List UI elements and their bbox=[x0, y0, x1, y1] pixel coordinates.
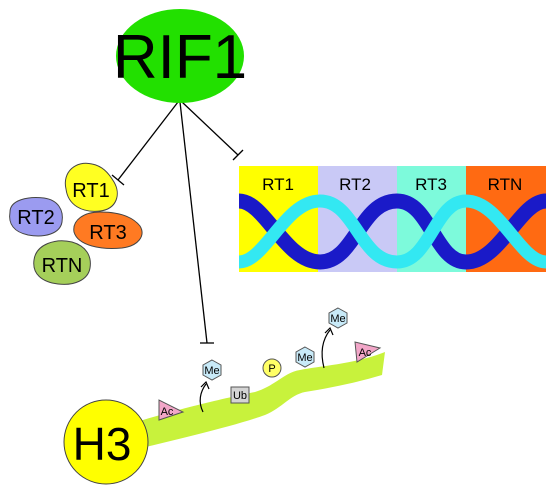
replication-domains: RT1 RT2 RT3 RTN bbox=[237, 166, 548, 272]
blob-rt2: RT2 bbox=[9, 197, 63, 237]
blob-rt1-label: RT1 bbox=[72, 180, 109, 202]
mark-p-label: P bbox=[268, 363, 275, 375]
band-rtn-label: RTN bbox=[488, 175, 523, 194]
rif1-node: RIF1 bbox=[113, 9, 247, 103]
dna-double-helix bbox=[237, 193, 548, 270]
mark-ac-1: Ac bbox=[158, 399, 185, 421]
blob-rtn-label: RTN bbox=[42, 255, 83, 277]
mark-me-3-label: Me bbox=[330, 313, 345, 325]
histone-h3-label: H3 bbox=[73, 418, 132, 470]
inhibit-bar-blobs bbox=[111, 174, 125, 186]
arrowhead-icon bbox=[324, 326, 334, 336]
mark-ub-label: Ub bbox=[233, 390, 247, 402]
histone-h3: H3 Ac Me Ub P Me bbox=[63, 307, 385, 485]
mark-ac-2: Ac bbox=[354, 341, 382, 363]
band-rt3-label: RT3 bbox=[415, 175, 447, 194]
blob-rt1: RT1 bbox=[64, 162, 118, 212]
inhibit-line-blobs bbox=[117, 101, 179, 181]
arrow-mark-me-3 bbox=[321, 329, 331, 369]
mark-me-3: Me bbox=[328, 307, 348, 329]
mark-me-1-label: Me bbox=[204, 365, 219, 377]
mark-me-2: Me bbox=[295, 346, 315, 368]
inhibition-lines bbox=[111, 101, 244, 344]
arrowhead-icon bbox=[200, 380, 210, 390]
dna-strand-dark bbox=[237, 193, 548, 270]
histone-h3-head bbox=[63, 399, 149, 485]
blob-rt3: RT3 bbox=[73, 211, 143, 249]
mark-p: P bbox=[262, 358, 282, 378]
mark-ub: Ub bbox=[230, 386, 250, 404]
histone-tail bbox=[118, 352, 385, 452]
inhibit-line-dna bbox=[181, 101, 239, 156]
mark-ac-2-label: Ac bbox=[359, 347, 372, 359]
arrow-mark-me-1 bbox=[199, 383, 207, 413]
mark-arrows bbox=[199, 326, 334, 413]
blob-rt2-label: RT2 bbox=[17, 207, 54, 229]
band-rt1-label: RT1 bbox=[262, 175, 294, 194]
blob-rt3-label: RT3 bbox=[89, 222, 126, 244]
dna-strand-light bbox=[237, 194, 548, 269]
mark-me-1: Me bbox=[202, 359, 222, 381]
inhibit-line-histone bbox=[179, 101, 208, 344]
mark-me-2-label: Me bbox=[297, 352, 312, 364]
rif1-label: RIF1 bbox=[113, 23, 247, 92]
band-rt2-label: RT2 bbox=[339, 175, 371, 194]
blob-rtn: RTN bbox=[33, 240, 91, 285]
mark-ac-1-label: Ac bbox=[161, 406, 174, 418]
rt-blobs: RT1 RT2 RT3 RTN bbox=[9, 162, 143, 285]
inhibit-bar-dna bbox=[232, 149, 244, 161]
